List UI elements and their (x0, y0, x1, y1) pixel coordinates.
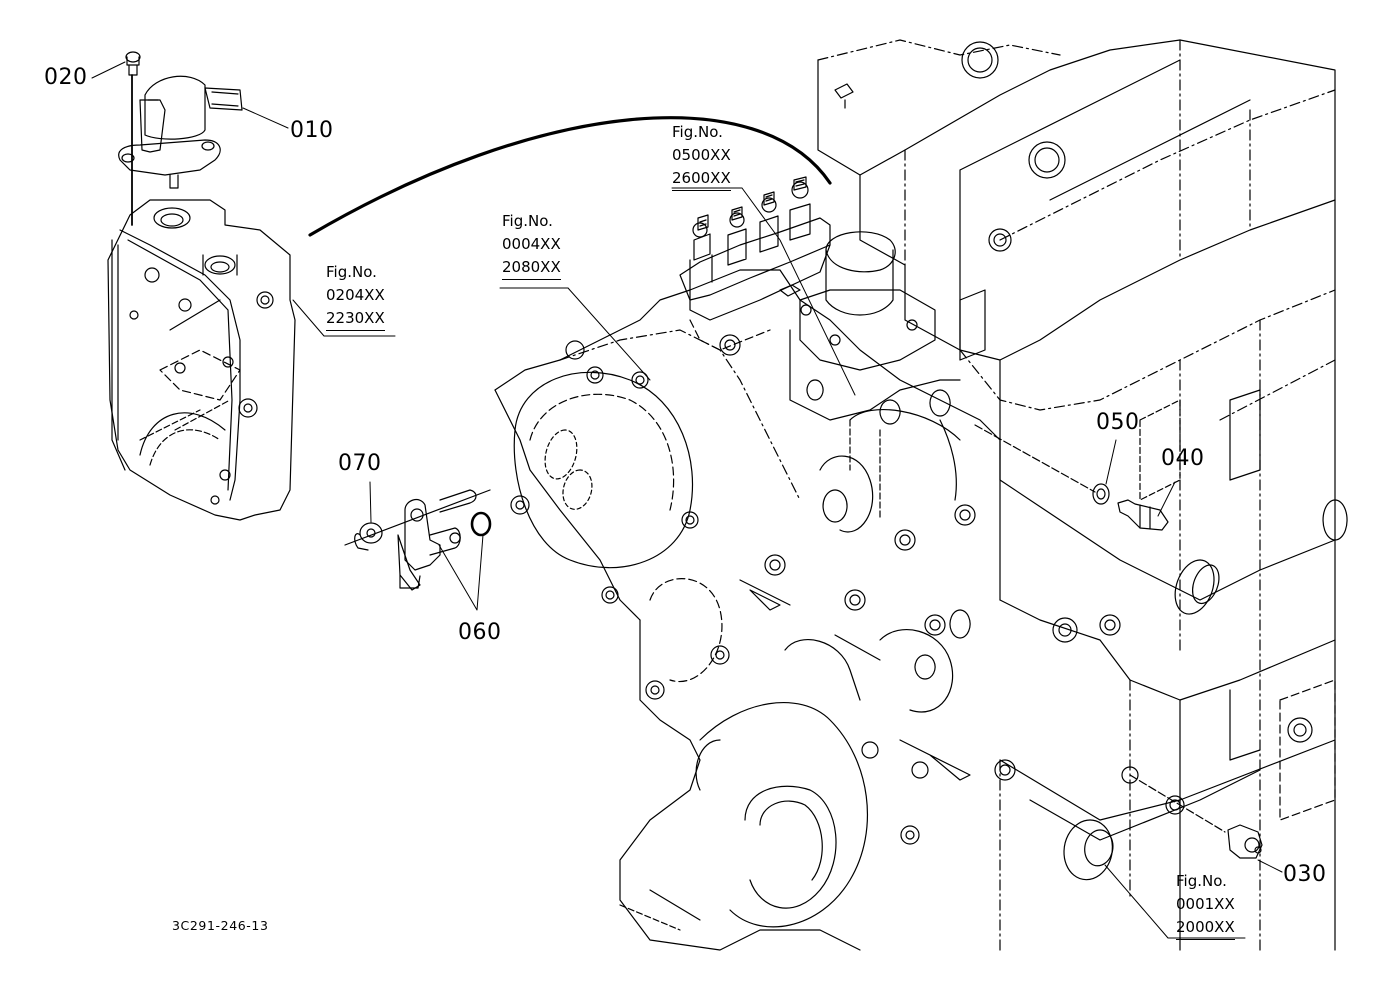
part-010-solenoid (119, 76, 242, 188)
part-030-pressure-switch (1130, 775, 1262, 858)
callout-070[interactable]: 070 (338, 451, 382, 476)
drawing-code: 3C291-246-13 (172, 918, 269, 933)
fig-ref-front-case[interactable]: Fig.No. 0004XX 2080XX (502, 210, 561, 280)
fig-ref-number: 2000XX (1176, 916, 1235, 940)
fig-ref-number: 0204XX (326, 286, 385, 304)
fig-ref-title: Fig.No. (1176, 872, 1227, 890)
callout-050[interactable]: 050 (1096, 410, 1140, 435)
engine-block (495, 40, 1347, 950)
callout-020[interactable]: 020 (44, 65, 88, 90)
fig-ref-number: 2080XX (502, 256, 561, 280)
fig-ref-number: 0001XX (1176, 895, 1235, 913)
leader-lines (92, 62, 1282, 938)
fig-ref-number: 2600XX (672, 167, 731, 191)
callout-030[interactable]: 030 (1283, 862, 1327, 887)
injection-nozzles (690, 177, 810, 290)
part-020-bolt (126, 52, 140, 225)
callout-010[interactable]: 010 (290, 118, 334, 143)
gear-case-housing (108, 200, 295, 520)
part-060-speed-sensor (345, 490, 490, 590)
assembly-arrow (310, 118, 830, 235)
fig-ref-injection-pump[interactable]: Fig.No. 0500XX 2600XX (672, 121, 731, 191)
fig-ref-number: 2230XX (326, 307, 385, 331)
fig-ref-number: 0004XX (502, 235, 561, 253)
fig-ref-number: 0500XX (672, 146, 731, 164)
part-040-temp-sensor (975, 425, 1168, 530)
fig-ref-cylinder-block[interactable]: Fig.No. 0001XX 2000XX (1176, 870, 1235, 940)
fig-ref-title: Fig.No. (502, 212, 553, 230)
fig-ref-gear-case[interactable]: Fig.No. 0204XX 2230XX (326, 261, 385, 331)
part-050-washer (1093, 484, 1109, 504)
part-070-bolt (355, 523, 382, 550)
fig-ref-title: Fig.No. (326, 263, 377, 281)
fig-ref-title: Fig.No. (672, 123, 723, 141)
callout-060[interactable]: 060 (458, 620, 502, 645)
callout-040[interactable]: 040 (1161, 446, 1205, 471)
